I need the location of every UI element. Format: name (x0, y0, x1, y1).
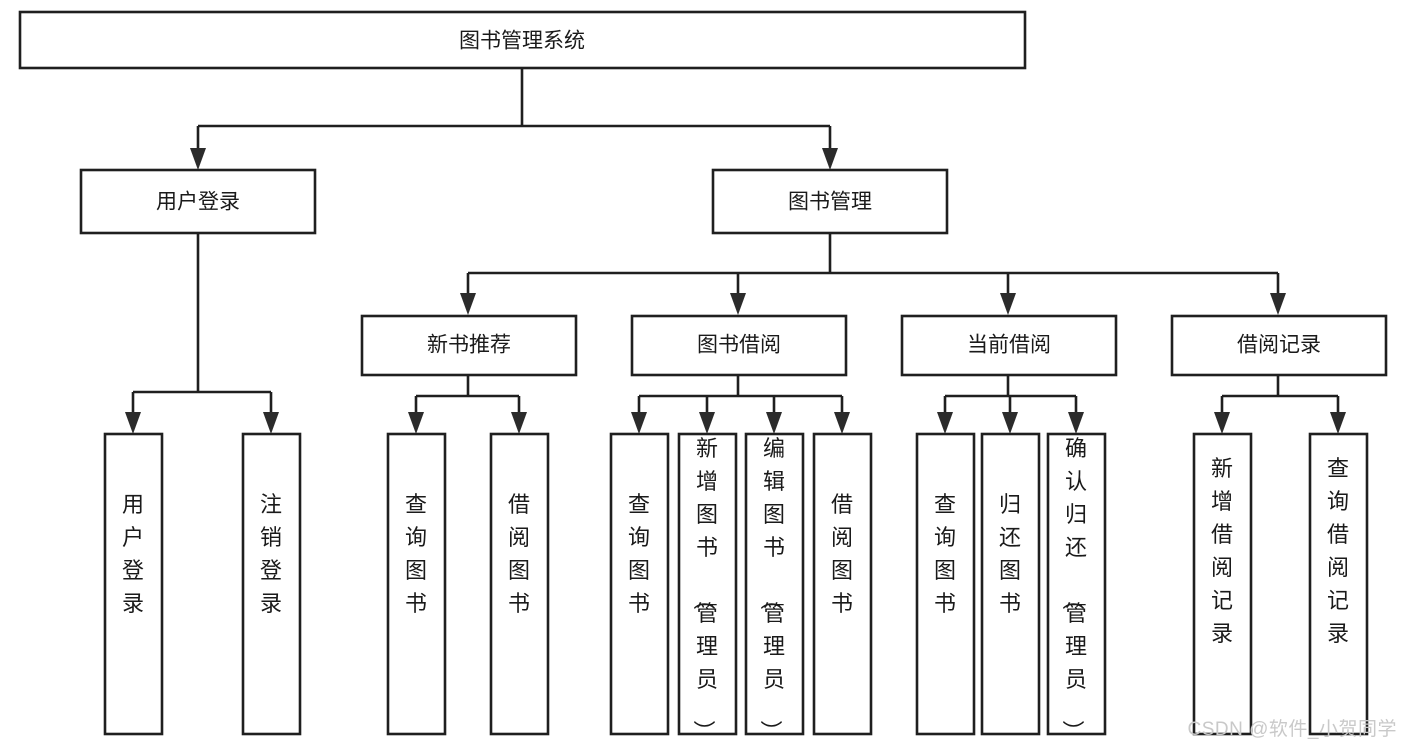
node-new-book-recommend-box[interactable] (360, 314, 578, 377)
node-borrow-record-label: 借阅记录 (1237, 334, 1321, 357)
node-book-borrow-box[interactable] (630, 314, 848, 377)
leaf-confirm-return[interactable]: 确认归还（管理员） (1046, 432, 1107, 742)
arrow-to-book-management (822, 148, 838, 170)
arrow-to-leaf-query-book-1 (408, 412, 424, 434)
leaf-query-book-1-box[interactable] (386, 432, 447, 736)
arrow-to-leaf-query-book-3 (937, 412, 953, 434)
leaf-query-book-3-label: 查询图书 (934, 492, 956, 616)
node-user-login-label: 用户登录 (156, 191, 240, 214)
arrow-to-book-borrow (730, 293, 746, 315)
leaf-edit-book-label: 编辑图书（管理员） (758, 436, 785, 742)
leaf-user-login[interactable]: 用户登录 (103, 432, 164, 736)
arrow-to-leaf-add-record (1214, 412, 1230, 434)
leaf-return-book-box[interactable] (980, 432, 1041, 736)
leaf-query-book-1-label: 查询图书 (405, 492, 427, 616)
arrow-to-leaf-borrow-book-2 (834, 412, 850, 434)
node-root-label: 图书管理系统 (459, 30, 585, 53)
arrow-to-leaf-user-login (125, 412, 141, 434)
node-new-book-recommend[interactable]: 新书推荐 (360, 314, 578, 377)
arrow-to-new-book-recommend (460, 293, 476, 315)
leaf-add-record-box[interactable] (1192, 432, 1253, 736)
leaf-query-record-box[interactable] (1308, 432, 1369, 736)
leaf-add-record[interactable]: 新增借阅记录 (1192, 432, 1253, 736)
csdn-watermark: CSDN @软件_小贺同学 (1187, 719, 1397, 740)
leaf-add-book-label: 新增图书（管理员） (691, 436, 718, 742)
arrow-to-current-borrow (1000, 293, 1016, 315)
leaf-add-book-box[interactable] (677, 432, 738, 736)
arrow-to-leaf-borrow-book-1 (511, 412, 527, 434)
leaf-add-book[interactable]: 新增图书（管理员） (677, 432, 738, 742)
leaf-logout-login-box[interactable] (241, 432, 302, 736)
leaf-query-record[interactable]: 查询借阅记录 (1308, 432, 1369, 736)
leaf-return-book-label: 归还图书 (999, 492, 1021, 616)
node-book-management-label: 图书管理 (788, 191, 872, 214)
arrow-to-leaf-edit-book (766, 412, 782, 434)
leaf-logout-login[interactable]: 注销登录 (241, 432, 302, 736)
leaf-query-book-3-box[interactable] (915, 432, 976, 736)
leaf-user-login-label: 用户登录 (122, 492, 144, 616)
leaf-borrow-book-2-label: 借阅图书 (831, 492, 853, 616)
arrow-to-leaf-logout-login (263, 412, 279, 434)
leaf-add-record-label: 新增借阅记录 (1211, 456, 1233, 646)
leaf-borrow-book-2[interactable]: 借阅图书 (812, 432, 873, 736)
leaf-query-book-1[interactable]: 查询图书 (386, 432, 447, 736)
node-borrow-record-box[interactable] (1170, 314, 1388, 377)
node-book-borrow-label: 图书借阅 (697, 334, 781, 357)
arrow-to-leaf-query-record (1330, 412, 1346, 434)
node-current-borrow-box[interactable] (900, 314, 1118, 377)
node-borrow-record[interactable]: 借阅记录 (1170, 314, 1388, 377)
leaf-logout-login-label: 注销登录 (260, 492, 282, 616)
arrow-to-leaf-confirm-return (1068, 412, 1084, 434)
arrow-to-borrow-record (1270, 293, 1286, 315)
arrowhead-layer (125, 148, 1346, 434)
arrow-to-leaf-add-book (699, 412, 715, 434)
arrow-to-leaf-query-book-2 (631, 412, 647, 434)
leaf-query-book-2-box[interactable] (609, 432, 670, 736)
leaf-confirm-return-label: 确认归还（管理员） (1060, 436, 1087, 742)
node-current-borrow-label: 当前借阅 (967, 334, 1051, 357)
leaf-query-book-2[interactable]: 查询图书 (609, 432, 670, 736)
leaf-query-record-label: 查询借阅记录 (1327, 456, 1349, 646)
leaf-borrow-book-1-box[interactable] (489, 432, 550, 736)
node-book-management-box[interactable] (711, 168, 949, 235)
leaf-borrow-book-1-label: 借阅图书 (508, 492, 530, 616)
leaf-edit-book[interactable]: 编辑图书（管理员） (744, 432, 805, 742)
node-new-book-recommend-label: 新书推荐 (427, 334, 511, 357)
node-book-borrow[interactable]: 图书借阅 (630, 314, 848, 377)
leaf-query-book-2-label: 查询图书 (628, 492, 650, 616)
node-root[interactable]: 图书管理系统 (18, 10, 1027, 70)
leaf-user-login-box[interactable] (103, 432, 164, 736)
node-book-management[interactable]: 图书管理 (711, 168, 949, 235)
node-current-borrow[interactable]: 当前借阅 (900, 314, 1118, 377)
leaf-query-book-3[interactable]: 查询图书 (915, 432, 976, 736)
node-root-box[interactable] (18, 10, 1027, 70)
leaf-confirm-return-box[interactable] (1046, 432, 1107, 736)
leaf-borrow-book-2-box[interactable] (812, 432, 873, 736)
node-user-login[interactable]: 用户登录 (79, 168, 317, 235)
leaf-borrow-book-1[interactable]: 借阅图书 (489, 432, 550, 736)
leaf-return-book[interactable]: 归还图书 (980, 432, 1041, 736)
node-user-login-box[interactable] (79, 168, 317, 235)
arrow-to-user-login (190, 148, 206, 170)
leaf-edit-book-box[interactable] (744, 432, 805, 736)
arrow-to-leaf-return-book (1002, 412, 1018, 434)
